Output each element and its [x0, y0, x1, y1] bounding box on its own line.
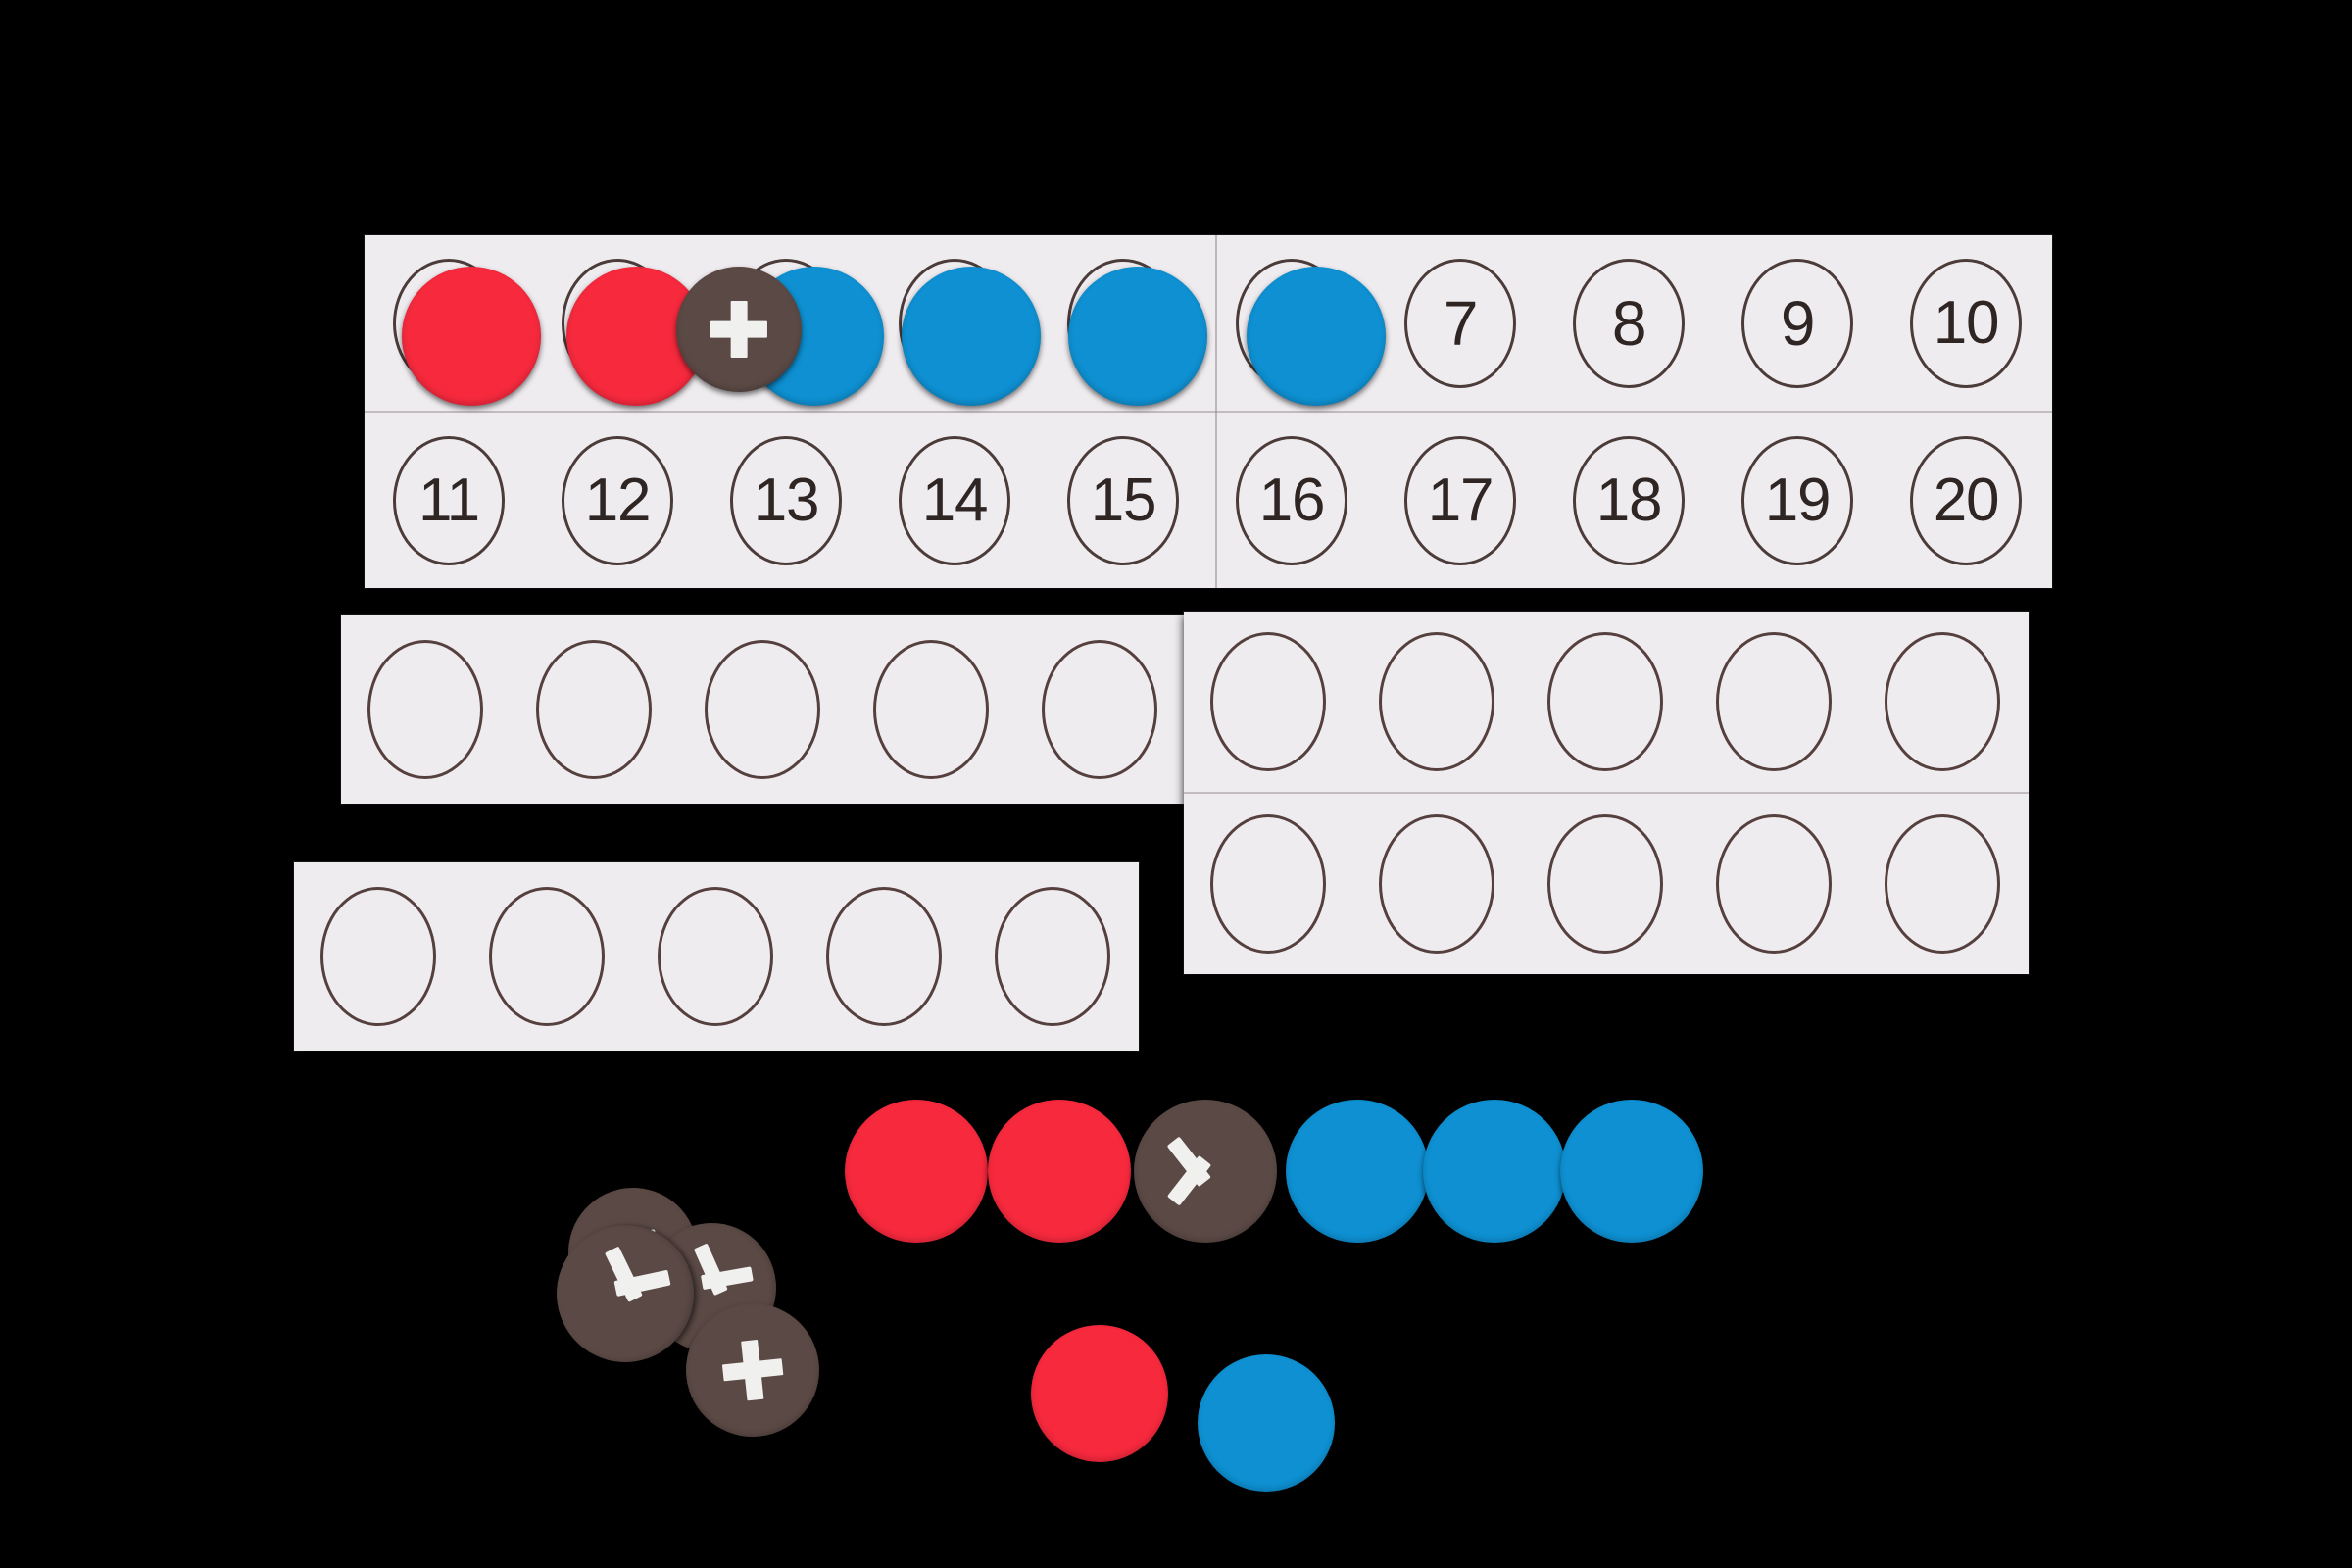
blank-cell[interactable]	[1352, 612, 1521, 792]
number-cell[interactable]: 7	[1376, 235, 1544, 411]
board-counter-blue[interactable]	[1247, 267, 1386, 406]
board-seam-vertical	[1215, 235, 1217, 588]
greater-than-icon	[564, 1236, 685, 1351]
cell-number: 15	[1090, 466, 1157, 534]
number-cell[interactable]: 9	[1713, 235, 1882, 411]
cell-number: 16	[1258, 466, 1326, 534]
number-cell[interactable]: 13	[702, 413, 870, 588]
cell-number: 13	[753, 466, 820, 534]
number-cell[interactable]: 15	[1039, 413, 1207, 588]
number-cell[interactable]: 19	[1713, 413, 1882, 588]
blank-cell[interactable]	[510, 615, 678, 804]
blank-strip-lower-left[interactable]	[294, 862, 1139, 1051]
cell-number: 17	[1427, 466, 1494, 534]
cell-number: 7	[1443, 287, 1479, 359]
number-cell[interactable]: 20	[1882, 413, 2050, 588]
number-cell[interactable]: 12	[533, 413, 702, 588]
cell-number: 20	[1933, 466, 2000, 534]
blank-board-right[interactable]	[1184, 612, 2029, 974]
plus-icon	[696, 286, 782, 372]
blank-cell[interactable]	[968, 862, 1137, 1051]
board-counter-red[interactable]	[402, 267, 541, 406]
board-seam-horizontal	[365, 411, 2052, 413]
board-counter-blue[interactable]	[902, 267, 1041, 406]
less-than-icon	[1165, 1126, 1246, 1216]
spare-counter-red[interactable]	[1031, 1325, 1168, 1462]
blank-cell[interactable]	[1521, 612, 1690, 792]
blank-cell[interactable]	[1352, 794, 1521, 974]
cell-number: 12	[584, 466, 652, 534]
cell-number: 14	[921, 466, 989, 534]
cell-number: 10	[1933, 288, 2000, 357]
number-cell[interactable]: 10	[1882, 235, 2050, 411]
loose-counter-red[interactable]	[845, 1100, 988, 1243]
board-seam-horizontal	[1184, 792, 2029, 794]
blank-cell[interactable]	[1858, 612, 2027, 792]
cell-number: 19	[1764, 466, 1832, 534]
blank-cell[interactable]	[463, 862, 631, 1051]
blank-strip-right-bottom	[1184, 794, 2029, 974]
blank-cell[interactable]	[1015, 615, 1184, 804]
blank-cell[interactable]	[1184, 612, 1352, 792]
number-cell[interactable]: 17	[1376, 413, 1544, 588]
cell-number: 11	[418, 466, 480, 534]
cell-number: 18	[1595, 466, 1663, 534]
loose-counter-blue[interactable]	[1423, 1100, 1566, 1243]
number-cell[interactable]: 18	[1544, 413, 1713, 588]
blank-cell[interactable]	[341, 615, 510, 804]
blank-strip-right-top	[1184, 612, 2029, 792]
less-than-operator-token[interactable]	[1134, 1100, 1277, 1243]
blank-strip-upper-left[interactable]	[341, 615, 1186, 804]
loose-counter-red[interactable]	[988, 1100, 1131, 1243]
loose-counter-blue[interactable]	[1560, 1100, 1703, 1243]
number-cell[interactable]: 14	[870, 413, 1039, 588]
loose-counter-blue[interactable]	[1286, 1100, 1429, 1243]
number-row-bottom: 11 12 13 14 15 16 17 18	[365, 413, 2052, 588]
number-cell[interactable]: 8	[1544, 235, 1713, 411]
blank-cell[interactable]	[1184, 794, 1352, 974]
blank-cell[interactable]	[678, 615, 847, 804]
number-cell[interactable]: 16	[1207, 413, 1376, 588]
cell-number: 8	[1611, 287, 1647, 359]
blank-cell[interactable]	[800, 862, 968, 1051]
number-cell[interactable]: 11	[365, 413, 533, 588]
cell-number: 9	[1780, 287, 1816, 359]
board-counter-blue[interactable]	[1068, 267, 1207, 406]
spare-counter-blue[interactable]	[1198, 1354, 1335, 1492]
plus-icon	[703, 1320, 802, 1419]
plus-operator-token[interactable]	[676, 267, 802, 392]
blank-cell[interactable]	[1521, 794, 1690, 974]
blank-cell[interactable]	[1858, 794, 2027, 974]
blank-cell[interactable]	[1690, 794, 1858, 974]
blank-cell[interactable]	[294, 862, 463, 1051]
blank-cell[interactable]	[1690, 612, 1858, 792]
blank-cell[interactable]	[847, 615, 1015, 804]
blank-cell[interactable]	[631, 862, 800, 1051]
